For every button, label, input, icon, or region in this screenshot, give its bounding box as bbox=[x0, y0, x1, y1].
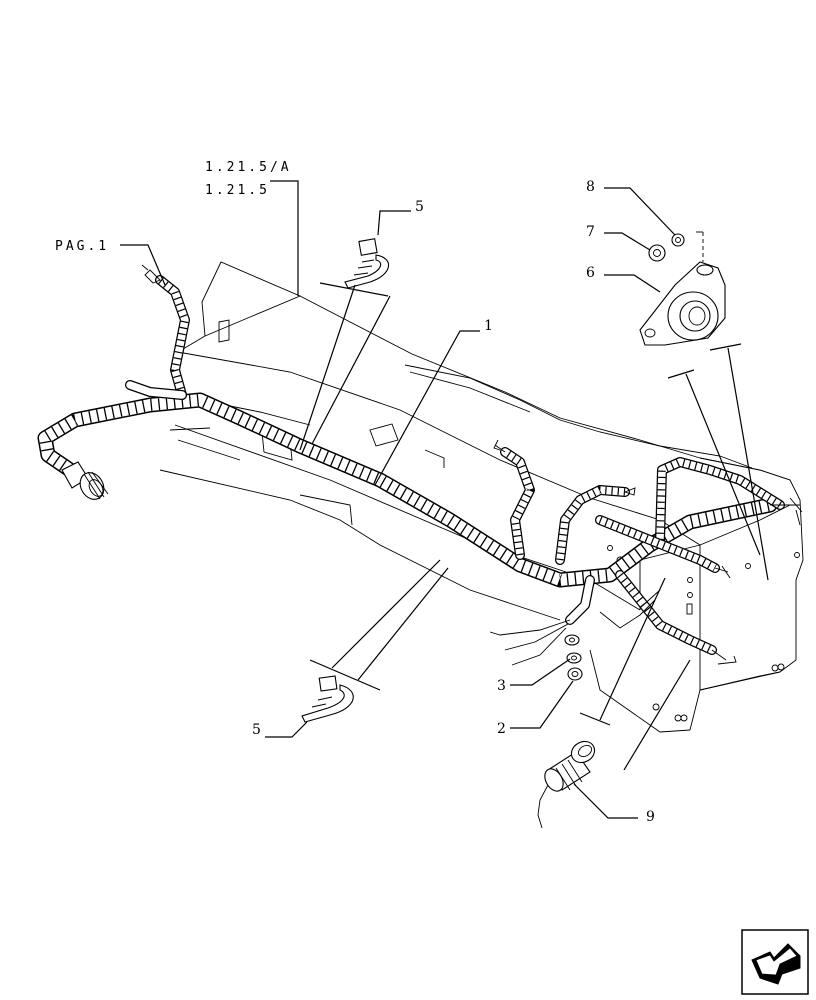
wiring-harness bbox=[37, 264, 803, 666]
callout-3: 3 bbox=[497, 678, 506, 694]
callout-6: 6 bbox=[586, 265, 595, 281]
page-reference-label: PAG.1 bbox=[55, 239, 109, 254]
callout-1: 1 bbox=[484, 318, 493, 334]
callout-8: 8 bbox=[586, 179, 595, 195]
reference-labels: 1.21.5/A 1.21.5 PAG.1 bbox=[55, 160, 292, 254]
callout-labels: 1 2 3 5 5 6 7 8 9 bbox=[252, 179, 655, 825]
washer-parts bbox=[564, 634, 583, 681]
cable-tie-upper bbox=[344, 238, 389, 289]
bearing-assembly bbox=[639, 231, 726, 346]
reference-label-a: 1.21.5/A bbox=[205, 160, 292, 175]
callout-2: 2 bbox=[497, 721, 506, 737]
next-page-button[interactable] bbox=[741, 929, 809, 995]
socket-part bbox=[537, 740, 596, 829]
next-page-arrow-icon bbox=[751, 943, 801, 985]
callout-5-lower: 5 bbox=[252, 722, 261, 738]
reference-label-b: 1.21.5 bbox=[205, 183, 270, 198]
callout-9: 9 bbox=[646, 809, 655, 825]
callout-5-upper: 5 bbox=[415, 199, 424, 215]
cable-tie-lower bbox=[301, 675, 354, 723]
leader-lines bbox=[120, 180, 769, 819]
callout-7: 7 bbox=[586, 224, 595, 240]
